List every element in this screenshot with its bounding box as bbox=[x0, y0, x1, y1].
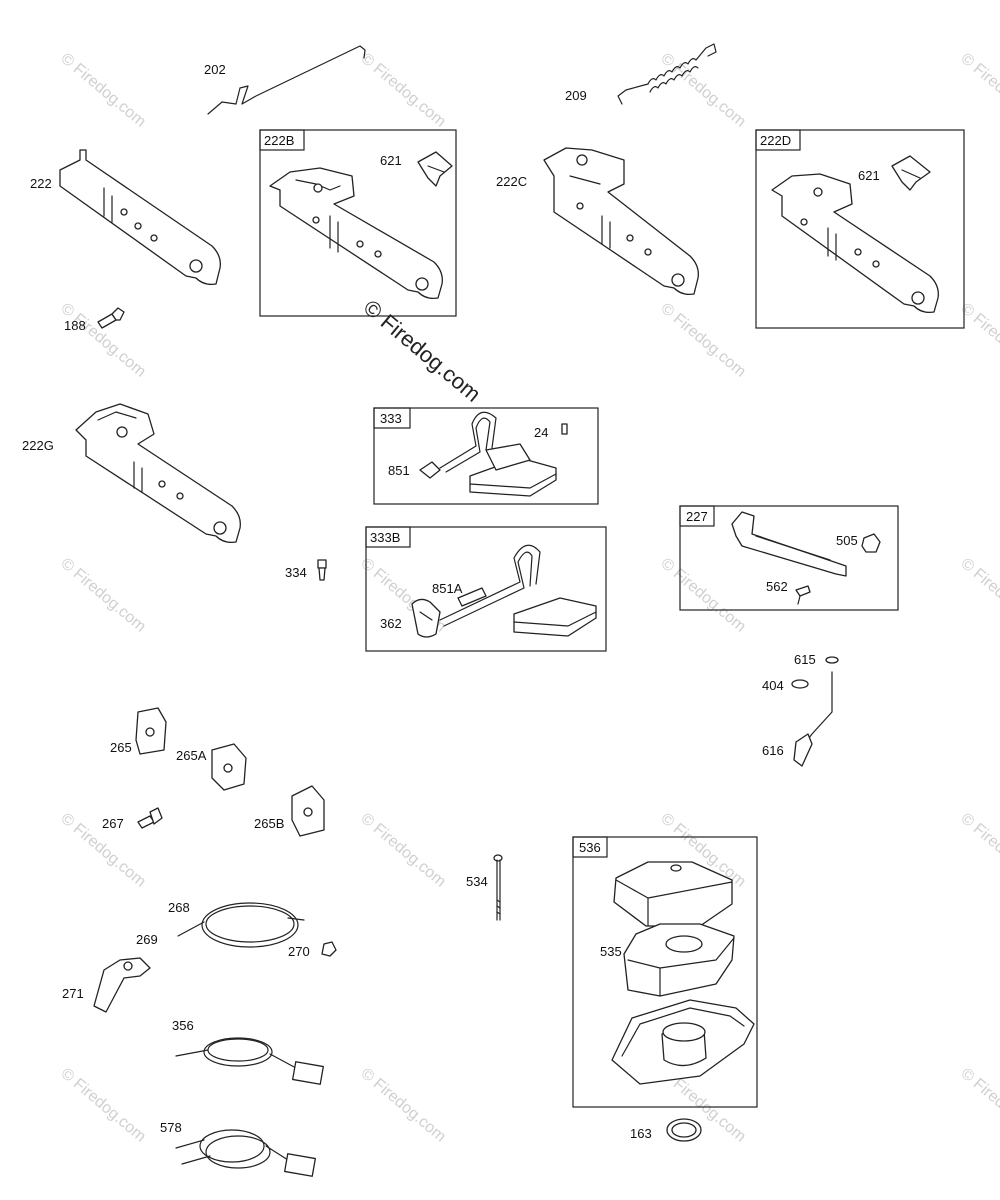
label-362: 362 bbox=[380, 616, 402, 631]
label-851: 851 bbox=[388, 463, 410, 478]
part-209-spring: 209 bbox=[565, 43, 717, 105]
label-616: 616 bbox=[762, 743, 784, 758]
box-227: 227 505 562 bbox=[679, 505, 899, 611]
label-851A: 851A bbox=[432, 581, 463, 596]
box-333: 333 24 851 bbox=[373, 407, 599, 505]
label-265: 265 bbox=[110, 740, 132, 755]
label-222: 222 bbox=[30, 176, 52, 191]
box-536: 536 535 bbox=[572, 836, 758, 1108]
label-227: 227 bbox=[686, 509, 708, 524]
background-watermarks: © Firedog.com © Firedog.com © Firedog.co… bbox=[57, 50, 1000, 1146]
label-222D: 222D bbox=[760, 133, 791, 148]
label-24: 24 bbox=[534, 425, 548, 440]
watermark-6: © Firedog.com bbox=[657, 300, 748, 381]
box-222B: 222B 621 bbox=[259, 129, 457, 317]
label-356: 356 bbox=[172, 1018, 194, 1033]
label-621-b: 621 bbox=[858, 168, 880, 183]
watermark-1: © Firedog.com bbox=[57, 50, 148, 131]
label-222C: 222C bbox=[496, 174, 527, 189]
part-334-screw: 334 bbox=[285, 559, 327, 581]
label-188: 188 bbox=[64, 318, 86, 333]
part-222C-bracket: 222C bbox=[496, 147, 699, 296]
label-202: 202 bbox=[204, 62, 226, 77]
watermark-5: © Firedog.com bbox=[57, 300, 148, 381]
label-615: 615 bbox=[794, 652, 816, 667]
label-505: 505 bbox=[836, 533, 858, 548]
watermark-17: © Firedog.com bbox=[357, 1065, 448, 1146]
part-163-gasket: 163 bbox=[630, 1118, 702, 1142]
label-265B: 265B bbox=[254, 816, 284, 831]
label-534: 534 bbox=[466, 874, 488, 889]
parts-268-271: 268 269 270 271 bbox=[62, 900, 337, 1013]
box-222D: 222D 621 bbox=[755, 129, 965, 329]
label-269: 269 bbox=[136, 932, 158, 947]
watermark-3: © Firedog.com bbox=[657, 50, 748, 131]
part-202-link-wire: 202 bbox=[204, 45, 366, 115]
label-536: 536 bbox=[579, 840, 601, 855]
label-163: 163 bbox=[630, 1126, 652, 1141]
center-watermark: © Firedog.com bbox=[359, 295, 486, 407]
part-188-screw: 188 bbox=[64, 307, 125, 333]
watermark-16: © Firedog.com bbox=[57, 1065, 148, 1146]
label-535: 535 bbox=[600, 944, 622, 959]
watermark-13: © Firedog.com bbox=[357, 810, 448, 891]
watermark-10: © Firedog.com bbox=[657, 555, 748, 636]
watermark-8: © Firedog.com bbox=[57, 555, 148, 636]
label-621-a: 621 bbox=[380, 153, 402, 168]
label-270: 270 bbox=[288, 944, 310, 959]
label-333: 333 bbox=[380, 411, 402, 426]
label-271: 271 bbox=[62, 986, 84, 1001]
part-578-harness: 578 bbox=[160, 1120, 317, 1177]
parts-615-404-616: 615 404 616 bbox=[762, 652, 839, 767]
watermark-2: © Firedog.com bbox=[357, 50, 448, 131]
label-222B: 222B bbox=[264, 133, 294, 148]
label-222G: 222G bbox=[22, 438, 54, 453]
label-265A: 265A bbox=[176, 748, 207, 763]
box-333B: 333B 851A 362 bbox=[365, 526, 607, 652]
parts-265-group: 265 265A 265B 267 bbox=[102, 707, 325, 837]
part-222G-bracket: 222G bbox=[22, 403, 241, 544]
watermark-11: © Firedog.com bbox=[957, 555, 1000, 636]
part-356-harness: 356 bbox=[172, 1018, 325, 1085]
label-267: 267 bbox=[102, 816, 124, 831]
watermark-4: © Firedog.com bbox=[957, 50, 1000, 131]
label-404: 404 bbox=[762, 678, 784, 693]
watermark-15: © Firedog.com bbox=[957, 810, 1000, 891]
part-534-bolt: 534 bbox=[466, 854, 503, 921]
label-209: 209 bbox=[565, 88, 587, 103]
part-222-bracket: 222 bbox=[30, 149, 221, 286]
label-333B: 333B bbox=[370, 530, 400, 545]
label-268: 268 bbox=[168, 900, 190, 915]
watermark-19: © Firedog.com bbox=[957, 1065, 1000, 1146]
label-334: 334 bbox=[285, 565, 307, 580]
label-578: 578 bbox=[160, 1120, 182, 1135]
label-562: 562 bbox=[766, 579, 788, 594]
